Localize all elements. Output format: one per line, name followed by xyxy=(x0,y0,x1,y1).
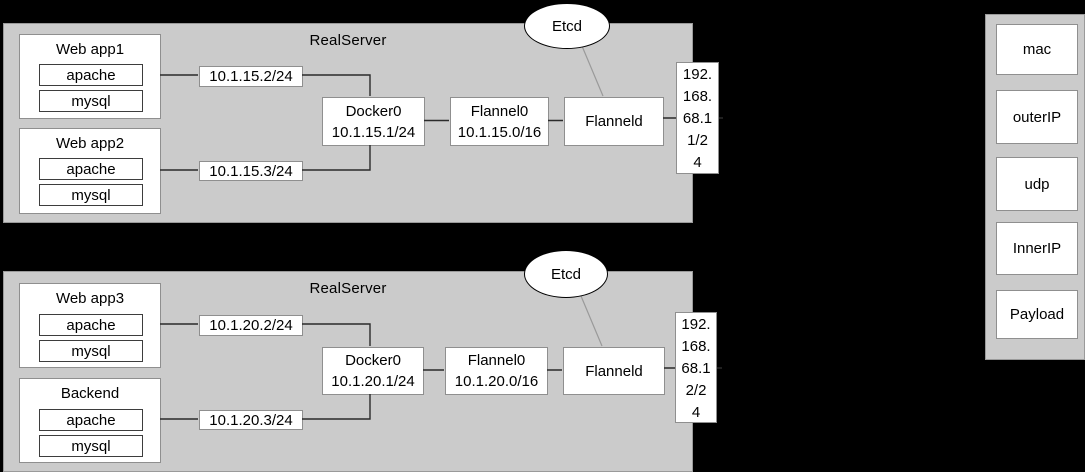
etcd-label-2: Etcd xyxy=(550,265,581,283)
flannel0-node-1: Flannel0 10.1.15.0/16 xyxy=(450,97,549,146)
realserver-1-title: RealServer xyxy=(309,32,387,49)
flannel0-name: Flannel0 xyxy=(470,102,529,120)
flannel0-ip: 10.1.20.0/16 xyxy=(454,373,539,390)
docker0-name: Docker0 xyxy=(345,102,402,120)
etcd-label-1: Etcd xyxy=(551,17,582,35)
realserver-2-title: RealServer xyxy=(309,280,387,297)
container-ip-label-3: 10.1.20.2/24 xyxy=(199,315,303,336)
web-app2-mysql-chip: mysql xyxy=(39,184,143,206)
web-app1-mysql-chip: mysql xyxy=(39,90,143,112)
docker0-node-1: Docker0 10.1.15.1/24 xyxy=(322,97,425,146)
packet-legend-panel: mac outerIP udp InnerIP Payload xyxy=(985,14,1085,360)
flannel0-name: Flannel0 xyxy=(467,352,526,369)
docker0-node-2: Docker0 10.1.20.1/24 xyxy=(322,347,424,395)
backend-mysql-chip: mysql xyxy=(39,435,143,457)
web-app2-apache-chip: apache xyxy=(39,158,143,180)
flannel0-node-2: Flannel0 10.1.20.0/16 xyxy=(445,347,548,395)
web-app1-box: Web app1 apache mysql xyxy=(19,34,161,119)
etcd-node-1: Etcd xyxy=(524,3,610,49)
realserver-1-container: RealServer Web app1 apache mysql Web app… xyxy=(3,23,693,223)
packet-field-outerip: outerIP xyxy=(996,90,1078,144)
web-app3-mysql-chip: mysql xyxy=(39,340,143,362)
flanneld-node-2: Flanneld xyxy=(563,347,665,395)
flanneld-name: Flanneld xyxy=(585,113,643,130)
container-ip-label-2: 10.1.15.3/24 xyxy=(199,161,303,181)
packet-field-payload: Payload xyxy=(996,290,1078,339)
web-app2-name: Web app2 xyxy=(55,135,125,152)
web-app3-name: Web app3 xyxy=(55,290,125,307)
docker0-ip: 10.1.15.1/24 xyxy=(331,123,416,141)
host-ip-box-1: 192. 168. 68.1 1/2 4 xyxy=(676,62,719,174)
flanneld-node-1: Flanneld xyxy=(564,97,664,146)
web-app1-apache-chip: apache xyxy=(39,64,143,86)
backend-apache-chip: apache xyxy=(39,409,143,431)
container-ip-label-1: 10.1.15.2/24 xyxy=(199,66,303,87)
docker0-name: Docker0 xyxy=(345,352,401,369)
docker0-ip: 10.1.20.1/24 xyxy=(331,373,415,390)
packet-field-mac: mac xyxy=(996,24,1078,75)
web-app3-box: Web app3 apache mysql xyxy=(19,283,161,368)
backend-box: Backend apache mysql xyxy=(19,378,161,463)
packet-field-innerip: InnerIP xyxy=(996,222,1078,275)
etcd-node-2: Etcd xyxy=(524,250,608,298)
web-app1-name: Web app1 xyxy=(55,41,125,58)
host-ip-box-2: 192. 168. 68.1 2/2 4 xyxy=(675,312,717,423)
flannel0-ip: 10.1.15.0/16 xyxy=(457,123,542,141)
web-app2-box: Web app2 apache mysql xyxy=(19,128,161,214)
flanneld-name: Flanneld xyxy=(585,362,643,380)
realserver-2-container: RealServer Web app3 apache mysql Backend… xyxy=(3,271,693,472)
packet-field-udp: udp xyxy=(996,157,1078,211)
container-ip-label-4: 10.1.20.3/24 xyxy=(199,410,303,430)
backend-name: Backend xyxy=(60,385,120,402)
web-app3-apache-chip: apache xyxy=(39,314,143,336)
